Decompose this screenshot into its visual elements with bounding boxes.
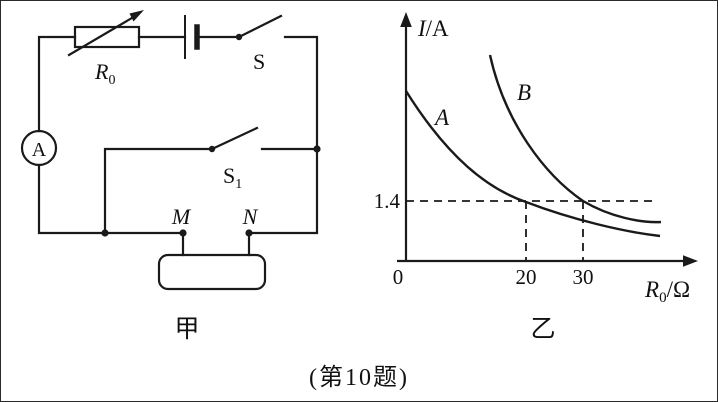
circuit-caption: 甲 xyxy=(174,316,199,343)
tick-30: 30 xyxy=(573,265,594,289)
wire-right-side xyxy=(247,35,319,235)
x-axis-arrowhead xyxy=(683,255,698,267)
circuit-diagram: R0 S S1 A M N 甲 xyxy=(20,10,321,343)
curve-a xyxy=(404,90,661,238)
tick-20: 20 xyxy=(516,265,537,289)
terminal-m-dot xyxy=(179,229,187,237)
wire-bottom-left xyxy=(37,163,185,235)
rheostat-body xyxy=(73,25,141,49)
ref-value-label: 1.4 xyxy=(374,189,401,213)
switch-s1-pivot-dot xyxy=(208,145,216,153)
circuit-wires xyxy=(20,13,319,291)
curve-a-label: A xyxy=(433,105,450,130)
tick-0: 0 xyxy=(393,265,404,289)
component-box xyxy=(157,253,267,291)
switch-s-label: S xyxy=(253,49,265,74)
switch-s-blade xyxy=(237,14,283,39)
switch-s1-label: S1 xyxy=(223,163,242,192)
iv-graph: I/A R0/Ω 0 20 30 1.4 A B 乙 xyxy=(374,12,698,343)
graph-axes xyxy=(397,21,685,263)
graph-arrowheads xyxy=(400,12,698,267)
wire-s1-branch-left xyxy=(103,147,214,235)
graph-caption: 乙 xyxy=(530,316,555,343)
terminal-m-label: M xyxy=(171,204,192,229)
junction-dot-right xyxy=(313,145,321,153)
y-axis-arrowhead xyxy=(400,12,412,27)
rheostat-label: R0 xyxy=(94,59,115,88)
switch-s-pivot-dot xyxy=(235,33,243,41)
graph-curves xyxy=(404,54,662,238)
rheostat-arrow xyxy=(67,13,139,57)
curve-b-label: B xyxy=(517,80,531,105)
x-axis-label: R0/Ω xyxy=(644,277,690,306)
figure-caption: (第10题) xyxy=(309,365,409,391)
y-axis-label: I/A xyxy=(417,16,449,41)
ammeter-label: A xyxy=(32,139,47,161)
rheostat-arrowhead xyxy=(129,10,144,22)
junction-dot-branch xyxy=(101,229,109,237)
terminal-n-label: N xyxy=(242,204,259,229)
switch-s1-blade xyxy=(210,126,259,151)
graph-labels: I/A R0/Ω 0 20 30 1.4 A B 乙 xyxy=(374,16,690,343)
curve-b xyxy=(488,54,662,224)
ammeter-body xyxy=(20,129,58,167)
guide-lines xyxy=(406,200,655,261)
circuit-dots xyxy=(101,10,321,237)
circuit-labels: R0 S S1 A M N 甲 xyxy=(32,49,265,343)
wire-top-left xyxy=(37,35,77,133)
terminal-n-dot xyxy=(245,229,253,237)
